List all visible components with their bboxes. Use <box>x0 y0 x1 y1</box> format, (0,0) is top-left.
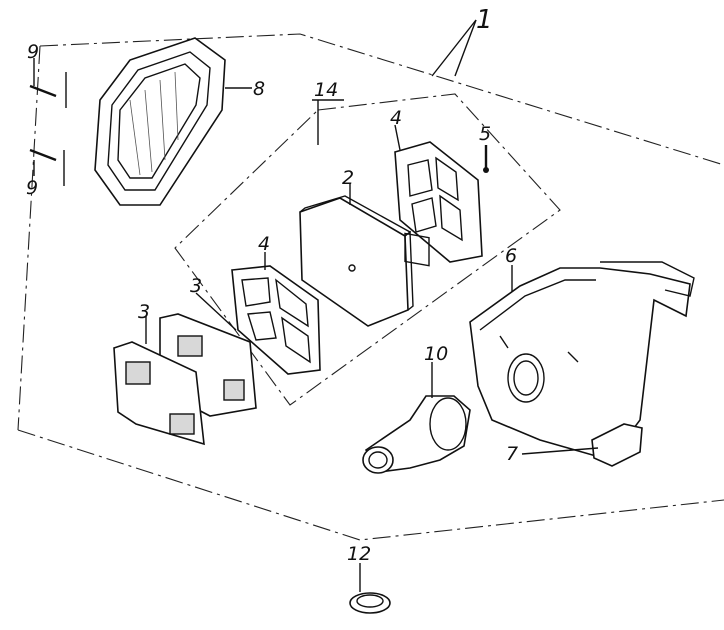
callout-3: 3 <box>190 275 202 297</box>
callout-1: 1 <box>476 5 493 35</box>
intake-duct <box>362 395 471 474</box>
leader-line <box>394 124 401 151</box>
callout-4: 4 <box>258 233 270 255</box>
callout-3: 3 <box>138 301 150 323</box>
callout-7: 7 <box>506 443 518 465</box>
hose-clamp <box>349 592 391 614</box>
air-box-housing <box>469 261 695 467</box>
callout-2: 2 <box>342 167 354 189</box>
callout-8: 8 <box>253 78 265 100</box>
grid-lower <box>231 265 321 375</box>
callout-14: 14 <box>314 79 338 101</box>
filter-element <box>299 195 414 327</box>
callout-9: 9 <box>27 41 39 63</box>
assembly-outline <box>17 33 724 541</box>
leader-line <box>195 292 237 331</box>
callout-6: 6 <box>505 245 517 267</box>
grid-upper <box>394 141 483 267</box>
callout-5: 5 <box>479 123 491 145</box>
leader-line <box>454 19 477 77</box>
screw <box>483 145 489 173</box>
bolt <box>29 72 67 186</box>
callout-12: 12 <box>347 543 371 565</box>
callout-4: 4 <box>390 107 402 129</box>
gasket-rear <box>113 341 205 446</box>
leader-line <box>431 19 477 77</box>
cover-plate <box>94 37 226 206</box>
leader-line <box>521 447 599 455</box>
callout-10: 10 <box>424 343 448 365</box>
callout-9: 9 <box>26 177 38 199</box>
